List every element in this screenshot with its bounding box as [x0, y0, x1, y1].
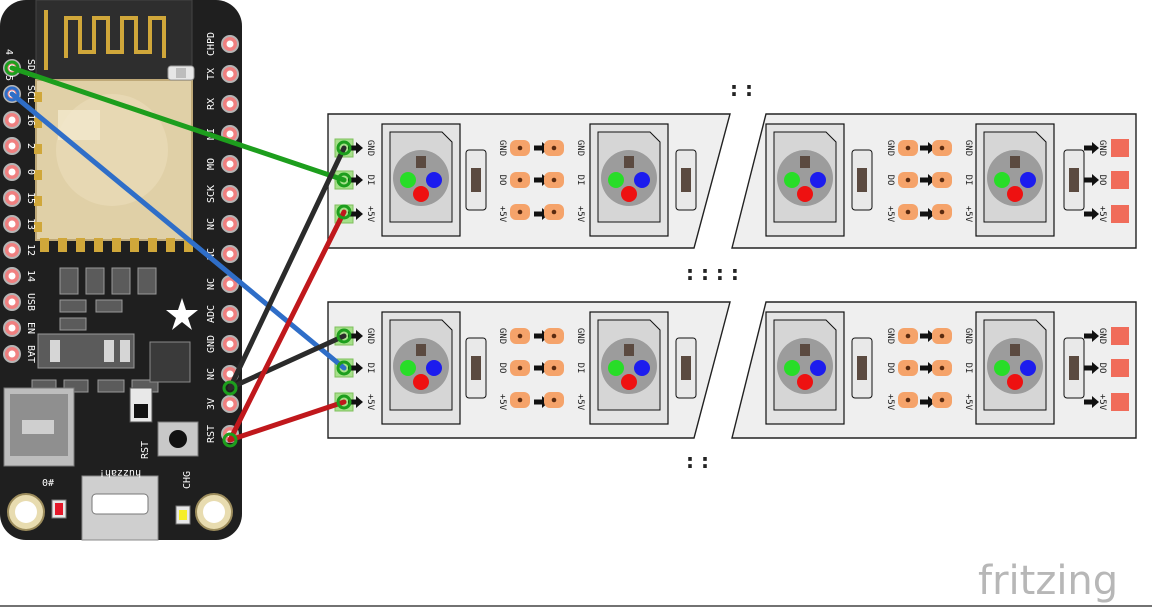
strip-out-label: GND	[885, 140, 895, 156]
strip-in-label: +5V	[963, 206, 973, 223]
strip-in-label: GND	[575, 140, 585, 156]
strip-in-label: +5V	[963, 394, 973, 411]
strip-in-label: DI	[575, 175, 585, 186]
strip-out-label: DO	[1097, 363, 1107, 374]
left-pin-label: 15	[25, 192, 36, 204]
left-pin-label: 13	[25, 218, 36, 230]
strip-out-label: +5V	[1097, 206, 1107, 223]
strip-out-label: DO	[885, 363, 895, 374]
wire-green[interactable]	[9, 65, 347, 183]
right-pin-label: NC	[206, 368, 217, 380]
fritzing-watermark: fritzing	[978, 558, 1118, 604]
right-pin-label: CHPD	[206, 32, 217, 56]
wires	[4, 60, 352, 448]
wire-black-bottom[interactable]	[227, 333, 347, 391]
led-ws2812	[765, 123, 845, 237]
right-pin-label: NC	[206, 218, 217, 230]
led-ws2812	[381, 123, 461, 237]
strip-output-pad[interactable]	[1111, 205, 1129, 223]
strip-out-label: GND	[1097, 328, 1107, 344]
wire-red-bottom[interactable]	[227, 399, 347, 443]
strip-out-label: GND	[885, 328, 895, 344]
strip-output-pad[interactable]	[1111, 139, 1129, 157]
strip-out-label: +5V	[497, 206, 507, 223]
right-pin-label: 3V	[206, 398, 217, 410]
strip-in-label: +5V	[365, 206, 375, 223]
svg-text:: : : :: : : : :	[686, 261, 739, 285]
strip-out-label: GND	[1097, 140, 1107, 156]
strip-in-label: GND	[575, 328, 585, 344]
strip-in-label: GND	[365, 140, 375, 156]
strip-in-label: +5V	[365, 394, 375, 411]
left-pin-label: SCL	[25, 85, 36, 103]
strip-out-label: DO	[1097, 175, 1107, 186]
right-pin-label: SCK	[206, 185, 217, 203]
strip-in-label: DI	[963, 363, 973, 374]
right-pin-label: NC	[206, 278, 217, 290]
strip-in-label: +5V	[575, 394, 585, 411]
strip-out-label: DO	[497, 175, 507, 186]
strip-out-label: GND	[497, 328, 507, 344]
strip-output-pad[interactable]	[1111, 359, 1129, 377]
strip-out-label: +5V	[497, 394, 507, 411]
left-pin-label: 12	[25, 244, 36, 256]
svg-text:: :: : :	[730, 77, 753, 101]
led-ws2812	[381, 311, 461, 425]
left-pin-label: 2	[25, 143, 36, 149]
strip-output-pad[interactable]	[1111, 171, 1129, 189]
led-ws2812	[975, 123, 1055, 237]
right-pin-label: ADC	[206, 305, 217, 323]
left-pin-label: USB	[25, 293, 36, 311]
wire-red-top[interactable]	[227, 209, 347, 443]
led-ws2812	[765, 311, 845, 425]
right-pin-label: RST	[206, 425, 217, 443]
strip-segment-details: GND DO +5V GND DI +5V GND DO +5V	[765, 311, 1129, 425]
left-pin-label: EN	[25, 322, 36, 334]
zero-hash-label: 0#	[42, 478, 54, 489]
left-pin-label: SDA	[25, 59, 36, 77]
strip-out-label: DO	[885, 175, 895, 186]
left-pin-label: BAT	[25, 345, 36, 363]
strip-in-label: GND	[365, 328, 375, 344]
left-pin-label: 0	[25, 169, 36, 175]
strip-in-label: DI	[365, 175, 375, 186]
left-pin-number: 4	[3, 49, 14, 55]
right-pin-label: RX	[206, 98, 217, 110]
strip-output-pad[interactable]	[1111, 327, 1129, 345]
strip-out-label: +5V	[885, 394, 895, 411]
strip-out-label: +5V	[885, 206, 895, 223]
left-pin-number: 5	[3, 75, 14, 81]
right-pin-label: TX	[206, 68, 217, 80]
right-pin-label: MO	[206, 158, 217, 170]
strip-in-label: DI	[963, 175, 973, 186]
strip-segment-details: GND DI +5V GND DO +5V GND DI +5V	[334, 123, 697, 237]
strip-in-label: +5V	[575, 206, 585, 223]
right-pin-label: NC	[206, 248, 217, 260]
strip-output-pad[interactable]	[1111, 393, 1129, 411]
left-pin-label: 16	[25, 114, 36, 126]
strip-in-label: GND	[963, 328, 973, 344]
strip-segment-details: GND DI +5V GND DO +5V GND DI +5V	[334, 311, 697, 425]
strip-out-label: GND	[497, 140, 507, 156]
chg-label: CHG	[182, 471, 193, 489]
rst-button-label: RST	[140, 441, 151, 459]
board-name: huzzah!	[99, 467, 141, 478]
wire-black-top[interactable]	[227, 145, 347, 391]
strip-in-label: DI	[365, 363, 375, 374]
strip-in-label: DI	[575, 363, 585, 374]
right-pin-label: GND	[206, 335, 217, 353]
led-ws2812	[589, 311, 669, 425]
strip-out-label: DO	[497, 363, 507, 374]
continuation-dots: : : : : : : : :	[686, 77, 753, 473]
strip-in-label: GND	[963, 140, 973, 156]
strip-segment-details: GND DO +5V GND DI +5V GND DO +5V	[765, 123, 1129, 237]
strip-out-label: +5V	[1097, 394, 1107, 411]
led-ws2812	[589, 123, 669, 237]
led-ws2812	[975, 311, 1055, 425]
left-pin-label: 14	[25, 270, 36, 282]
svg-text:: :: : :	[686, 449, 709, 473]
